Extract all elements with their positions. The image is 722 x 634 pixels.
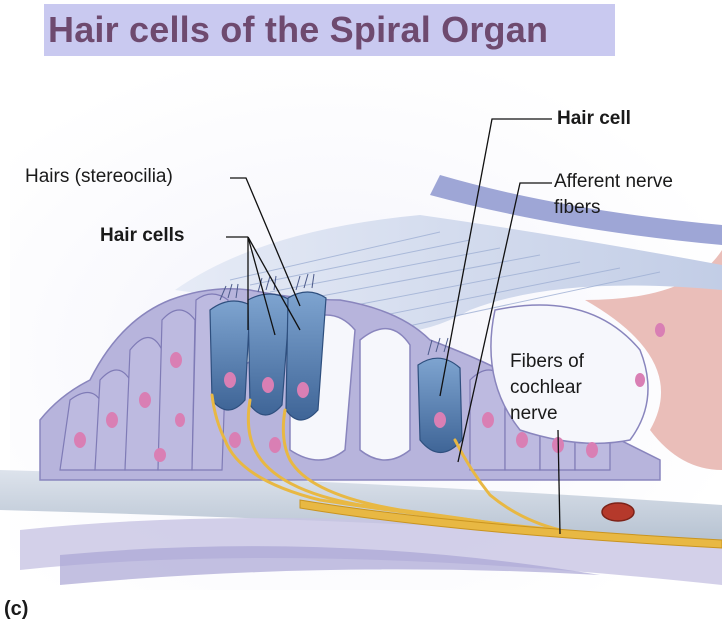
stereocilia [219,273,449,356]
inner-hair-cell [417,357,463,454]
page-title: Hair cells of the Spiral Organ [48,9,549,50]
cochlear-nerve-bundle [299,499,722,549]
blood-vessel [601,502,635,522]
label-fibers-line1: Fibers of [510,351,584,372]
label-hair-cells: Hair cells [100,225,185,246]
outer-wall [585,250,722,470]
bottom-cells [60,546,600,585]
label-fibers-line2: cochlear [510,377,582,398]
label-hairs-stereocilia: Hairs (stereocilia) [25,166,173,187]
label-fibers-line3: nerve [510,403,558,424]
label-afferent-line2: fibers [554,197,601,218]
tunnel-spaces [229,304,649,461]
leader-lines [226,118,561,535]
panel-label: (c) [4,598,29,620]
tectorial-fibers [229,231,661,331]
title-band [44,4,615,56]
label-afferent-line1: Afferent nerve [554,171,674,192]
upper-membrane [430,175,722,245]
cell-nuclei [74,323,665,462]
label-hair-cell: Hair cell [557,108,631,129]
